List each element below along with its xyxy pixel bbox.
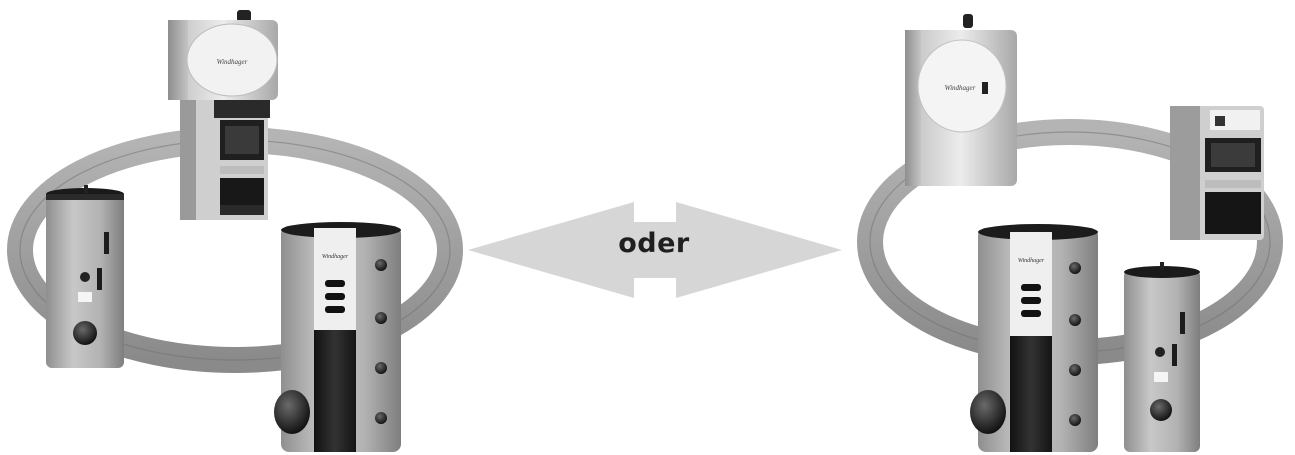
- auxiliary-boiler-right: [1170, 106, 1264, 240]
- buffer-tank-left: Windhager: [274, 222, 401, 452]
- oder-label: oder: [618, 228, 690, 259]
- hot-water-tank-right: [1124, 262, 1200, 452]
- hot-water-tank-left: [46, 185, 124, 368]
- brand-logo-boiler-right: Windhager: [945, 84, 976, 92]
- buffer-tank-right: Windhager: [970, 224, 1098, 452]
- brand-logo-tank-right: Windhager: [1018, 258, 1045, 264]
- brand-logo-boiler-left: Windhager: [217, 58, 248, 66]
- left-system: Windhager Windhager: [7, 10, 463, 452]
- right-system: Windhager Windhager: [857, 14, 1283, 452]
- boiler-right: Windhager: [905, 14, 1017, 186]
- double-arrow: [468, 202, 842, 298]
- brand-logo-tank-left: Windhager: [322, 254, 349, 260]
- boiler-left: Windhager: [168, 10, 278, 220]
